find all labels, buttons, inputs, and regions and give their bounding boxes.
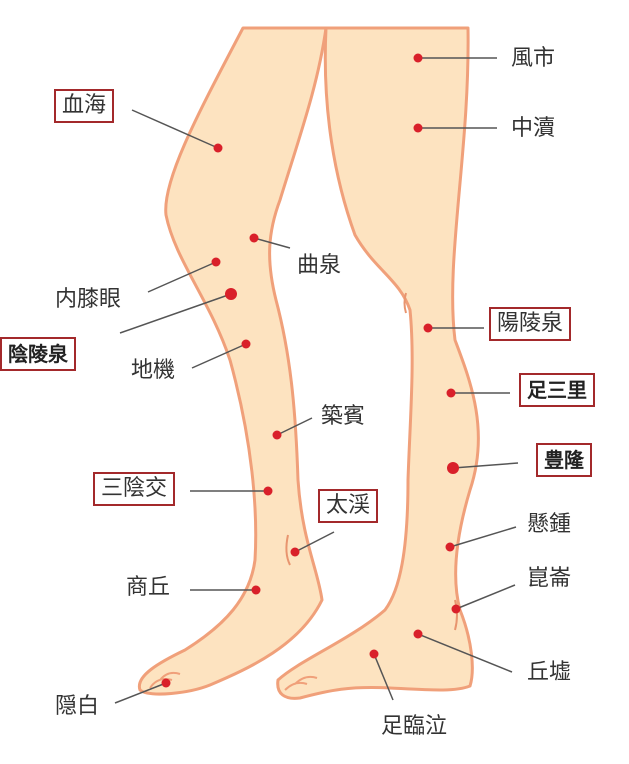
label-naishitsugan: 内膝眼	[55, 287, 122, 312]
point-fuushi	[413, 53, 423, 63]
acupoints	[161, 53, 461, 688]
leader-konron	[455, 584, 516, 610]
point-naishitsugan	[211, 257, 221, 267]
point-konron	[451, 604, 461, 614]
left-toes	[149, 671, 181, 689]
label-kekkai: 血海	[54, 89, 115, 123]
point-ashisanri	[446, 388, 456, 398]
label-kyokusen: 曲泉	[297, 253, 342, 278]
knee-crease	[403, 292, 407, 314]
leader-inpaku	[114, 682, 167, 704]
label-houryuu: 豊隆	[536, 443, 592, 477]
point-kyokusen	[249, 233, 259, 243]
label-youryousen: 陽陵泉	[489, 307, 572, 341]
point-kenshou	[445, 542, 455, 552]
point-houryuu	[447, 462, 459, 474]
label-konron: 崑崙	[527, 566, 572, 591]
ankle-crease-right	[454, 599, 458, 631]
label-kyuukyo: 丘墟	[527, 660, 572, 685]
point-inryousen	[225, 288, 237, 300]
leader-houryuu	[452, 462, 519, 469]
left-leg	[137, 26, 328, 696]
point-ashirinkyuu	[369, 649, 379, 659]
point-kyuukyo	[413, 629, 423, 639]
point-taikei	[290, 547, 300, 557]
right-toes	[284, 675, 318, 691]
leader-kyokusen	[253, 237, 291, 249]
right-leg	[276, 26, 480, 700]
leader-kyuukyo	[417, 633, 513, 673]
leader-lines	[114, 57, 519, 704]
point-youryousen	[423, 323, 433, 333]
point-sanninkou	[263, 486, 273, 496]
leader-inryousen	[119, 293, 232, 334]
point-chuutoku	[413, 123, 423, 133]
label-fuushi: 風市	[511, 46, 556, 71]
point-inpaku	[161, 678, 171, 688]
label-kenshou: 懸鍾	[527, 512, 572, 537]
ankle-crease-left	[285, 534, 291, 566]
leader-ashirinkyuu	[373, 653, 394, 701]
point-kekkai	[213, 143, 223, 153]
label-chuutoku: 中瀆	[511, 116, 556, 141]
label-inryousen: 陰陵泉	[0, 337, 76, 371]
leader-chikuhin	[276, 417, 313, 436]
leader-kenshou	[449, 526, 517, 548]
label-chikuhin: 築賓	[321, 404, 366, 429]
label-chiki: 地機	[131, 358, 176, 383]
leader-naishitsugan	[147, 261, 217, 293]
leader-taikei	[294, 531, 335, 553]
point-shoukyuu	[251, 585, 261, 595]
leader-chiki	[191, 343, 247, 369]
point-chikuhin	[272, 430, 282, 440]
label-shoukyuu: 商丘	[126, 575, 171, 600]
leader-kekkai	[131, 109, 219, 149]
label-ashirinkyuu: 足臨泣	[381, 714, 448, 739]
label-sanninkou: 三陰交	[93, 472, 176, 506]
label-inpaku: 隠白	[55, 694, 100, 719]
label-ashisanri: 足三里	[519, 373, 595, 407]
point-chiki	[241, 339, 251, 349]
label-taikei: 太渓	[318, 489, 379, 523]
